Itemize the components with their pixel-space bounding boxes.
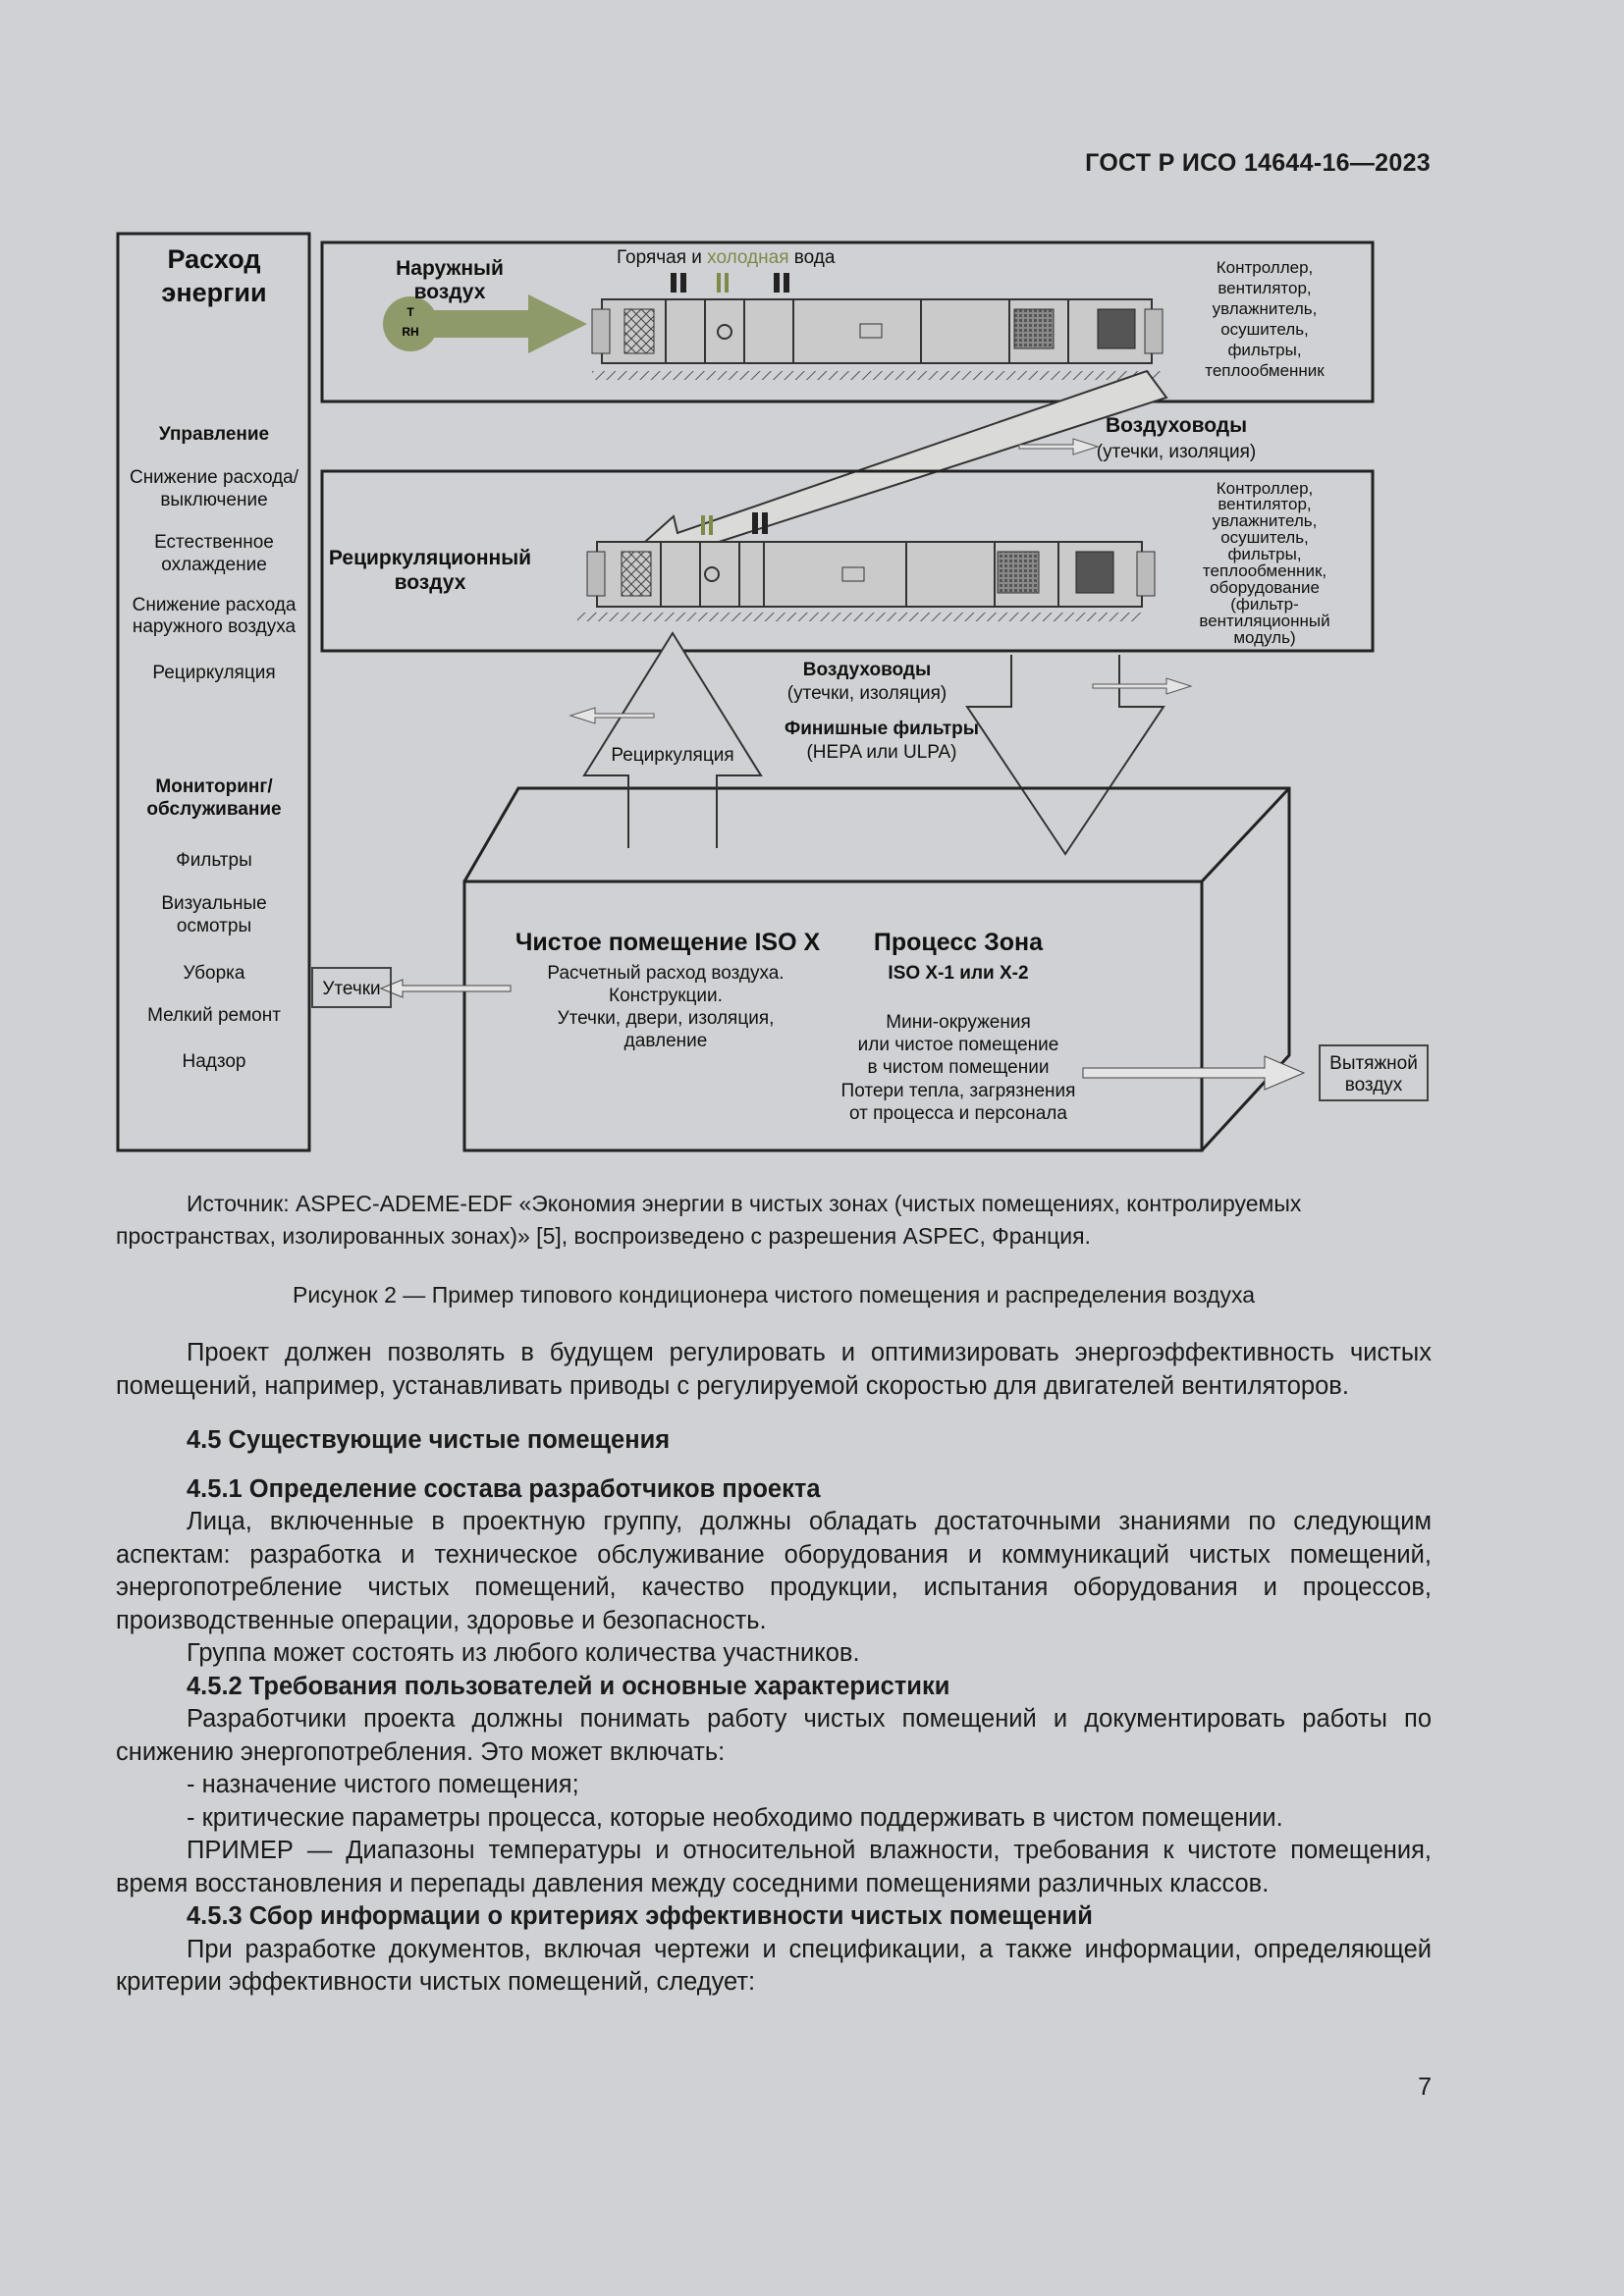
- process-zone-title: Процесс Зона: [874, 929, 1044, 956]
- top-list-1: вентилятор,: [1218, 279, 1311, 297]
- recirculation-label: Рециркуляция: [611, 745, 733, 766]
- mgmt-item-2a: Естественное: [154, 532, 274, 553]
- mgmt-item-1b: выключение: [160, 490, 267, 510]
- energy-panel: [116, 232, 311, 1152]
- heading-4-5: 4.5 Существующие чистые помещения: [187, 1426, 671, 1454]
- mid-list-8: вентиляционный: [1199, 612, 1329, 630]
- recirc-ahu-box: [320, 469, 1375, 653]
- mid-list-1: вентилятор,: [1218, 495, 1311, 513]
- mid-list-6: оборудование: [1210, 578, 1320, 597]
- ducts-label-1a: Воздуховоды: [1106, 414, 1247, 437]
- heading-4-5-2: 4.5.2 Требования пользователей и основны…: [187, 1672, 950, 1700]
- exhaust-label-b: воздух: [1345, 1075, 1403, 1095]
- process-line-5: от процесса и персонала: [849, 1103, 1067, 1124]
- svc-item-4: Мелкий ремонт: [147, 1005, 281, 1026]
- ducts-label-2a: Воздуховоды: [803, 660, 931, 680]
- cleanroom-box: [462, 786, 1291, 1152]
- leaks-box: [311, 967, 392, 1008]
- cleanroom-line-1: Расчетный расход воздуха.: [547, 963, 784, 984]
- monitor-heading-a: Мониторинг/: [155, 776, 273, 797]
- svc-item-3: Уборка: [184, 963, 245, 984]
- process-line-2: или чистое помещение: [858, 1035, 1059, 1055]
- paragraph-1: Проект должен позволять в будущем регули…: [116, 1339, 1432, 1400]
- duct-leak-arrow-right: [1092, 677, 1193, 695]
- leaks-arrow: [379, 979, 512, 998]
- management-heading: Управление: [159, 424, 269, 445]
- ducts-label-1b: (утечки, изоляция): [1097, 442, 1256, 462]
- cleanroom-title: Чистое помещение ISO X: [515, 929, 821, 956]
- cleanroom-line-2: Конструкции.: [609, 986, 723, 1006]
- mgmt-item-1a: Снижение расхода/: [130, 467, 299, 488]
- paragraph-4-5-1-a: Лица, включенные в проектную группу, дол…: [116, 1508, 1432, 1634]
- figure-caption: Рисунок 2 — Пример типового кондиционера…: [292, 1282, 1256, 1308]
- mid-list-7: (фильтр-: [1230, 595, 1299, 614]
- final-filters-label-b: (HEPA или ULPA): [806, 742, 956, 763]
- outdoor-air-label-b: воздух: [414, 281, 486, 303]
- ahu-unit-mid: [577, 541, 1156, 621]
- mgmt-item-4: Рециркуляция: [152, 663, 275, 683]
- list-item-1: - назначение чистого помещения;: [187, 1771, 579, 1798]
- process-line-4: Потери тепла, загрязнения: [841, 1081, 1076, 1101]
- top-list-4: фильтры,: [1227, 341, 1301, 359]
- paragraph-4-5-1-b: Группа может состоять из любого количест…: [187, 1639, 860, 1667]
- monitor-heading-b: обслуживание: [146, 799, 281, 820]
- leaks-label: Утечки: [322, 979, 380, 999]
- document-header: ГОСТ Р ИСО 14644-16—2023: [1085, 149, 1431, 177]
- process-zone-sub: ISO X-1 или X-2: [888, 963, 1028, 984]
- mid-list-3: осушитель,: [1220, 528, 1309, 547]
- page-number: 7: [1418, 2073, 1432, 2101]
- mgmt-item-2b: охлаждение: [161, 555, 267, 575]
- exhaust-box: [1319, 1044, 1429, 1101]
- sensor-rh-label: RH: [402, 325, 418, 339]
- example-note: ПРИМЕР — Диапазоны температуры и относит…: [116, 1837, 1432, 1897]
- outdoor-air-arrow: T RH: [383, 294, 587, 353]
- duct-leak-arrow-top: [1018, 438, 1100, 455]
- top-list-3: осушитель,: [1220, 320, 1309, 339]
- cleanroom-line-4: давление: [624, 1031, 708, 1051]
- list-item-2: - критические параметры процесса, которы…: [187, 1803, 1283, 1832]
- process-line-3: в чистом помещении: [868, 1057, 1050, 1078]
- exhaust-arrow: [1082, 1055, 1306, 1091]
- ducts-label-2b: (утечки, изоляция): [787, 683, 947, 704]
- duct-leak-arrow-left: [568, 707, 655, 724]
- recirc-air-label-b: воздух: [395, 571, 466, 594]
- water-pipes-mid: [701, 512, 768, 535]
- cleanroom-line-3: Утечки, двери, изоляция,: [558, 1008, 775, 1029]
- mid-list-0: Контроллер,: [1217, 479, 1314, 498]
- mid-list-2: увлажнитель,: [1213, 511, 1318, 530]
- figure-source: Источник: ASPEC-ADEME-EDF «Экономия энер…: [116, 1191, 1302, 1249]
- body-text: Проект должен позволять в будущем регули…: [116, 1337, 1432, 2000]
- top-list-0: Контроллер,: [1217, 258, 1314, 277]
- heading-4-5-1: 4.5.1 Определение состава разработчиков …: [187, 1474, 821, 1503]
- top-list-2: увлажнитель,: [1213, 299, 1318, 318]
- mid-list-4: фильтры,: [1227, 545, 1301, 563]
- recirc-air-label-a: Рециркуляционный: [329, 547, 531, 569]
- svc-item-2b: осмотры: [177, 916, 251, 936]
- outdoor-ahu-box: [320, 240, 1375, 403]
- final-filters-label-a: Финишные фильтры: [785, 719, 979, 739]
- heading-4-5-3: 4.5.3 Сбор информации о критериях эффект…: [187, 1902, 1093, 1930]
- energy-title-1: Расход: [168, 244, 261, 274]
- supply-down-arrow: [965, 655, 1165, 856]
- paragraph-4-5-3: При разработке документов, включая черте…: [116, 1935, 1432, 1997]
- water-label: Горячая и холодная вода: [617, 247, 836, 268]
- paragraph-4-5-2: Разработчики проекта должны понимать раб…: [116, 1705, 1432, 1766]
- outdoor-air-label-a: Наружный: [396, 257, 504, 280]
- mgmt-item-3b: наружного воздуха: [133, 616, 297, 637]
- ahu-unit-top: [591, 298, 1164, 380]
- svc-item-2a: Визуальные: [161, 893, 266, 914]
- mid-list-9: модуль): [1233, 628, 1295, 647]
- sensor-t-label: T: [406, 305, 414, 319]
- mid-list-5: теплообменник,: [1203, 561, 1326, 580]
- svc-item-1: Фильтры: [176, 850, 251, 871]
- process-line-1: Мини-окружения: [886, 1012, 1031, 1033]
- water-pipes-top: [671, 273, 789, 293]
- hvac-figure: Расход энергии Управление Снижение расхо…: [116, 232, 1429, 1152]
- svc-item-5: Надзор: [182, 1051, 245, 1072]
- mgmt-item-3a: Снижение расхода: [133, 595, 297, 615]
- exhaust-label-a: Вытяжной: [1329, 1053, 1418, 1074]
- top-list-5: теплообменник: [1205, 361, 1325, 380]
- energy-title-2: энергии: [161, 278, 266, 307]
